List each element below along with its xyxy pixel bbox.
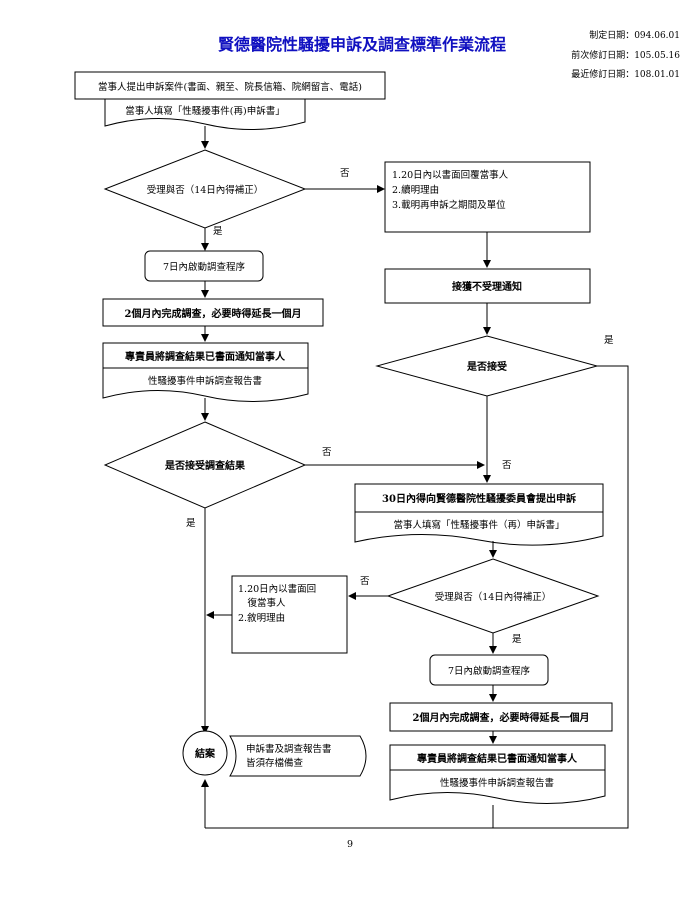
complete-investigation-box-2: [389, 702, 613, 732]
label-no-3: 否: [322, 447, 332, 458]
reject-reply-box: [384, 161, 591, 233]
appeal-form-doc: [354, 511, 604, 546]
label-no-2: 否: [502, 460, 512, 471]
submit-box: [74, 71, 386, 100]
reject-reply-line-2: 2.續明理由: [392, 184, 439, 196]
archive-line-1: 申訴書及調查報告書: [246, 743, 332, 755]
report-text: 性騷擾事件申訴調查報告書: [148, 375, 262, 387]
appeal-box: [354, 483, 604, 513]
close-circle: [182, 730, 228, 776]
label-no-4: 否: [360, 576, 370, 587]
date-established: 制定日期：094.06.01: [589, 29, 680, 41]
archive-shape: [229, 735, 367, 777]
reject-reply-2-line-3: 2.敘明理由: [238, 612, 285, 624]
notify-box-2: [389, 744, 606, 771]
date-latest-revision: 最近修訂日期：108.01.01: [571, 68, 680, 80]
start-investigation-2-text: 7日內啟動調查程序: [448, 665, 531, 677]
fill-form-text: 當事人填寫「性騷擾事件(再)申訴書」: [125, 105, 284, 117]
label-yes-2: 是: [604, 335, 614, 346]
label-yes-4: 是: [512, 634, 522, 645]
accept-result-decision-text: 是否接受調查結果: [164, 459, 246, 472]
notify-box: [102, 342, 309, 369]
reject-reply-line-3: 3.載明再申訴之期間及單位: [392, 199, 506, 211]
reject-reply-box-2: [231, 575, 348, 654]
fill-form-doc: [104, 98, 306, 131]
start-investigation-box-2: [429, 654, 549, 686]
notify-2-text: 專責員將調查結果已書面通知當事人: [417, 752, 578, 765]
report-2-text: 性騷擾事件申訴調查報告書: [440, 777, 554, 789]
archive-line-2: 皆須存檔備查: [246, 757, 304, 769]
reject-reply-2-line-1: 1.20日內以書面回: [238, 583, 316, 595]
reject-reply-2-line-2: 復當事人: [238, 597, 286, 609]
close-text: 結案: [195, 747, 216, 760]
start-investigation-box: [144, 250, 264, 282]
page-number: 9: [347, 839, 353, 850]
complete-investigation-text: 2個月內完成調查，必要時得延長一個月: [125, 307, 302, 320]
label-yes-3: 是: [186, 518, 196, 529]
label-no-1: 否: [340, 168, 350, 179]
accept-decision-1-text: 受理與否（14日內得補正）: [147, 184, 264, 196]
submit-text: 當事人提出申訴案件(書面、親至、院長信箱、院網留言、電話): [98, 81, 362, 93]
receive-notice-text: 接獲不受理通知: [452, 280, 522, 293]
accept-decision-2-text: 受理與否（14日內得補正）: [435, 591, 552, 603]
complete-investigation-2-text: 2個月內完成調查，必要時得延長一個月: [413, 711, 590, 724]
report-doc: [102, 367, 309, 403]
date-previous-revision: 前次修訂日期：105.05.16: [571, 49, 680, 61]
appeal-form-text: 當事人填寫「性騷擾事件（再）申訴書」: [393, 519, 564, 531]
label-yes-1: 是: [213, 226, 223, 237]
start-investigation-text: 7日內啟動調查程序: [163, 261, 246, 273]
notify-text: 專責員將調查結果已書面通知當事人: [125, 350, 286, 363]
connector-yes-close: [205, 365, 629, 829]
page-title: 賢德醫院性騷擾申訴及調查標準作業流程: [218, 35, 506, 54]
report-doc-2: [389, 769, 606, 805]
appeal-text: 30日內得向賢德醫院性騷擾委員會提出申訴: [382, 492, 576, 505]
accept-notice-decision-text: 是否接受: [466, 360, 507, 373]
reject-reply-line-1: 1.20日內以書面回覆當事人: [392, 169, 509, 181]
complete-investigation-box: [102, 298, 324, 327]
